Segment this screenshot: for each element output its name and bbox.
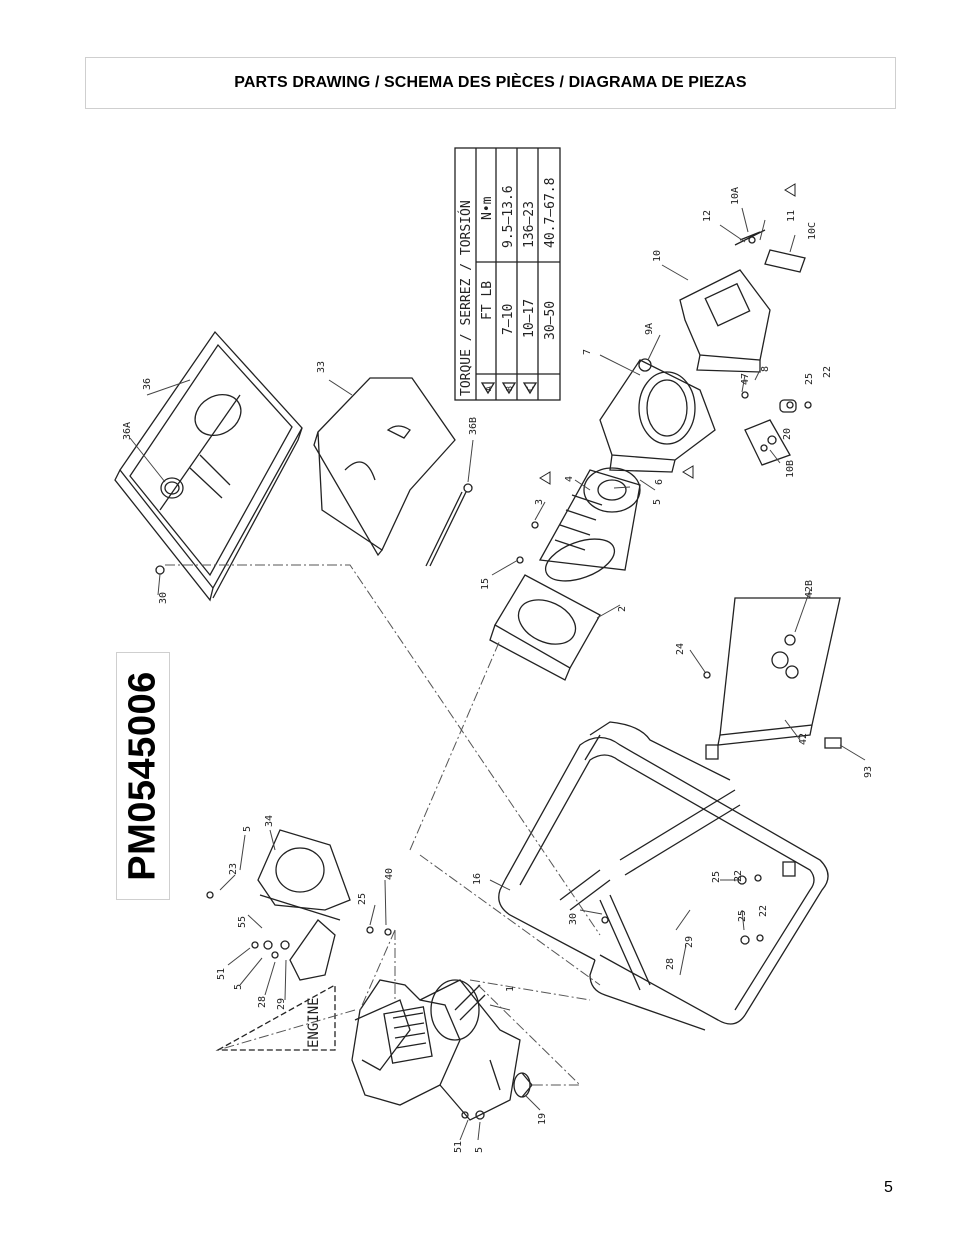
torque-table-title: TORQUE / SERREZ / TORSIÓN	[458, 200, 474, 396]
callout-29a: 29	[276, 998, 287, 1010]
header-box: PARTS DRAWING / SCHEMA DES PIÈCES / DIAG…	[85, 57, 896, 109]
torque-row-b-nm: 136–23	[522, 201, 537, 248]
engine-1	[351, 979, 521, 1121]
callout-25b: 25	[357, 893, 368, 905]
callout-5b: 5	[242, 826, 253, 832]
callout-10: 10	[652, 250, 663, 262]
parts-drawing: TORQUE / SERREZ / TORSIÓN FT LB N•m A B …	[114, 147, 874, 1153]
fasteners	[155, 391, 812, 1120]
torque-col-ftlb: FT LB	[480, 281, 495, 320]
adapter-2	[489, 574, 601, 681]
callout-36: 36	[142, 378, 153, 390]
callout-19: 19	[537, 1113, 548, 1125]
callout-25c: 25	[711, 871, 722, 883]
callout-24: 24	[675, 643, 686, 655]
torque-sym-a: A	[484, 386, 493, 391]
callout-1: 1	[505, 986, 516, 992]
callout-51a: 51	[216, 968, 227, 980]
callout-42b: 42B	[804, 580, 815, 598]
engine-bracket	[215, 919, 336, 1051]
leader-lines	[129, 207, 866, 1141]
callout-51b: 51	[453, 1141, 464, 1153]
callout-8: 8	[760, 366, 771, 372]
alignment-lines	[165, 564, 601, 1086]
torque-row-b-ftlb: 10–17	[522, 299, 537, 338]
callout-55: 55	[237, 916, 248, 928]
callout-28b: 28	[665, 958, 676, 970]
callout-5d: 5	[474, 1147, 485, 1153]
callout-36b: 36B	[468, 417, 479, 435]
callout-10b: 10B	[785, 460, 796, 478]
callout-34: 34	[264, 815, 275, 827]
torque-col-nm: N•m	[480, 196, 495, 220]
callout-9a: 9A	[644, 323, 655, 335]
callout-5c: 5	[233, 984, 244, 990]
callout-22c: 22	[758, 905, 769, 917]
torque-sym-c: C	[526, 386, 535, 391]
top-cover-36	[114, 330, 303, 602]
callout-33: 33	[316, 361, 327, 373]
callout-30b: 30	[568, 913, 579, 925]
part-19	[513, 1072, 533, 1098]
callout-20: 20	[782, 428, 793, 440]
callout-22b: 22	[733, 870, 744, 882]
frame-16	[498, 721, 829, 1031]
torque-sym-b: B	[505, 386, 514, 391]
model-number-box: PM0545006	[116, 652, 170, 900]
page-title: PARTS DRAWING / SCHEMA DES PIÈCES / DIAG…	[234, 74, 747, 91]
callout-25d: 25	[737, 910, 748, 922]
callout-6: 6	[654, 479, 665, 485]
callout-11: 11	[786, 210, 797, 222]
callout-42: 42	[798, 733, 809, 745]
part-10c	[764, 249, 806, 273]
callout-93: 93	[863, 766, 874, 778]
torque-row-a-ftlb: 7–10	[501, 304, 516, 335]
engine-label: ENGINE	[306, 997, 322, 1048]
callout-28a: 28	[257, 996, 268, 1008]
bolt-36b	[425, 483, 473, 567]
callout-12: 12	[702, 210, 713, 222]
callout-4: 4	[564, 476, 575, 482]
callout-36a: 36A	[122, 422, 133, 440]
callout-16: 16	[472, 873, 483, 885]
torque-table	[454, 147, 561, 401]
end-cover-10	[679, 269, 771, 373]
callout-15: 15	[480, 578, 491, 590]
panel-33	[313, 377, 456, 557]
callout-30a: 30	[158, 592, 169, 604]
muffler-34	[257, 829, 351, 921]
callout-25a: 25	[804, 373, 815, 385]
torque-row-c-ftlb: 30–50	[543, 301, 558, 340]
control-panel-42	[717, 597, 842, 749]
callout-5a: 5	[652, 499, 663, 505]
callout-47: 47	[740, 373, 751, 385]
callout-22a: 22	[822, 366, 833, 378]
panel-10b	[744, 399, 797, 466]
callout-2: 2	[617, 606, 628, 612]
callout-10a: 10A	[730, 187, 741, 205]
callout-23: 23	[228, 863, 239, 875]
callout-7: 7	[582, 349, 593, 355]
stator-7	[599, 358, 716, 473]
torque-row-a-nm: 9.5–13.6	[501, 185, 516, 248]
torque-row-c-nm: 40.7–67.8	[543, 178, 558, 248]
callout-3: 3	[534, 499, 545, 505]
callout-10c: 10C	[807, 222, 818, 240]
callout-40: 40	[384, 868, 395, 880]
rotor-4	[538, 467, 641, 582]
callout-29b: 29	[684, 936, 695, 948]
page-number: 5	[884, 1179, 893, 1196]
